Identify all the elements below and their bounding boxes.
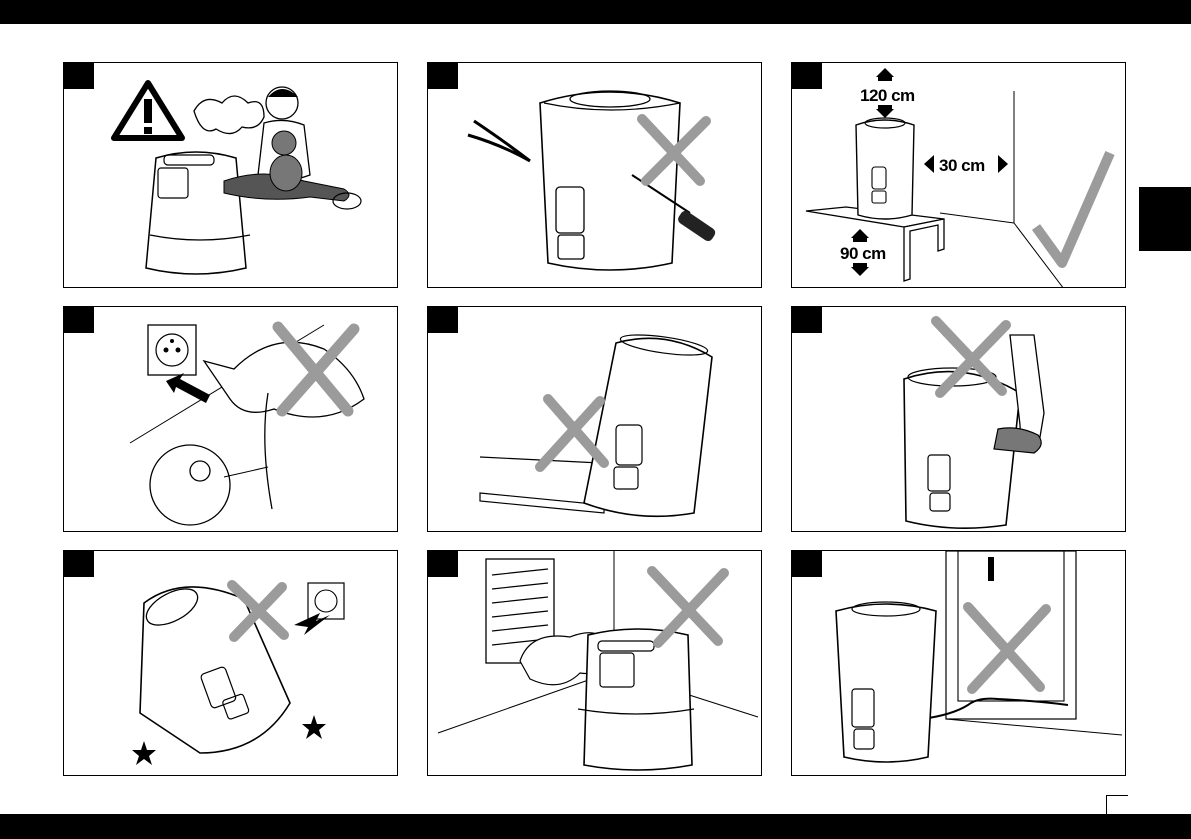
panel-8-illustration bbox=[428, 551, 762, 776]
checkmark-icon bbox=[1036, 153, 1110, 263]
cross-mark-icon bbox=[540, 399, 604, 467]
panel-2-no-tools bbox=[427, 62, 762, 288]
panel-7-illustration bbox=[64, 551, 398, 776]
clearance-top-label: 120 cm bbox=[860, 86, 915, 105]
panel-6-illustration bbox=[792, 307, 1126, 532]
warning-triangle-icon bbox=[114, 83, 182, 138]
panel-4-no-wet-plug bbox=[63, 306, 398, 532]
panel-2-illustration bbox=[428, 63, 762, 288]
panel-6-no-kick bbox=[791, 306, 1126, 532]
cross-mark-icon bbox=[652, 571, 724, 643]
clearance-front-label: 90 cm bbox=[840, 244, 886, 263]
panel-1-warning bbox=[63, 62, 398, 288]
panel-9-illustration bbox=[792, 551, 1126, 776]
panel-1-illustration bbox=[64, 63, 398, 288]
panel-3-clearances: 120 cm 30 cm 90 cm bbox=[791, 62, 1126, 288]
bottom-bar bbox=[0, 814, 1191, 839]
panel-7-no-fall bbox=[63, 550, 398, 776]
section-tab bbox=[1139, 187, 1191, 251]
clearance-side-label: 30 cm bbox=[939, 156, 985, 175]
panel-5-no-tilt bbox=[427, 306, 762, 532]
top-bar bbox=[0, 0, 1191, 24]
cross-mark-icon bbox=[968, 607, 1046, 689]
panel-4-illustration bbox=[64, 307, 398, 532]
panel-3-illustration: 120 cm 30 cm 90 cm bbox=[792, 63, 1126, 288]
panel-5-illustration bbox=[428, 307, 762, 532]
page-number-box bbox=[1106, 795, 1128, 814]
panel-9-no-door-cable bbox=[791, 550, 1126, 776]
panel-8-no-vent bbox=[427, 550, 762, 776]
